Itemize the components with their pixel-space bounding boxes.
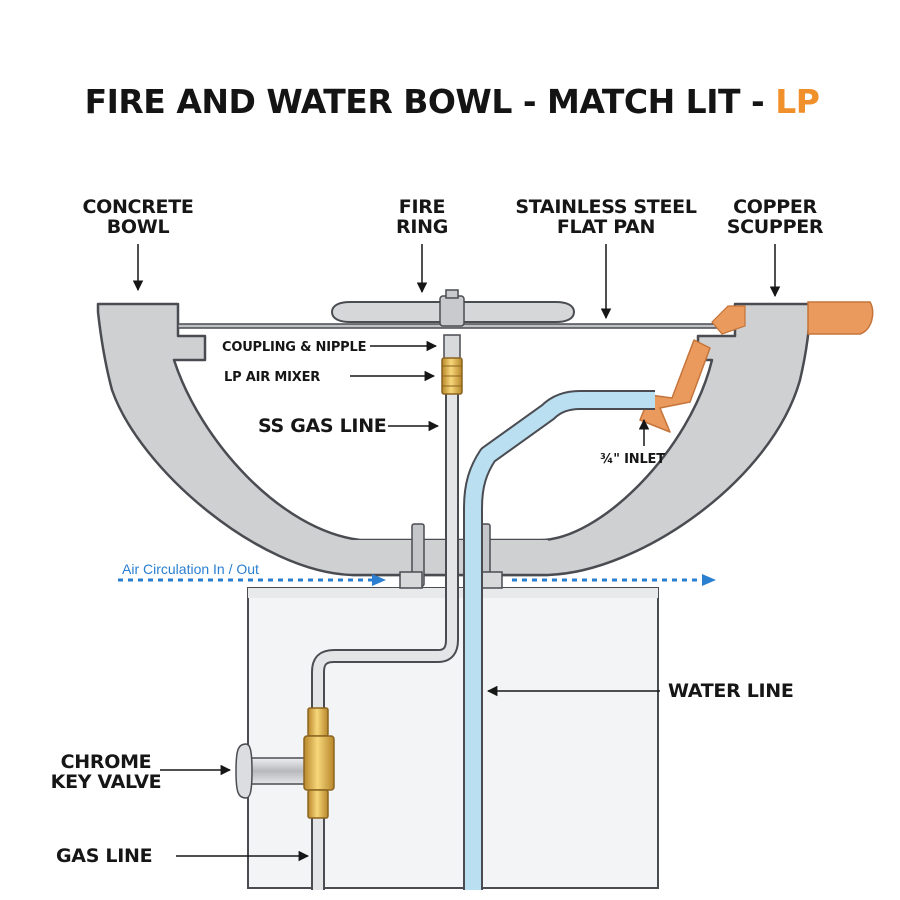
fire-ring-hub bbox=[439, 295, 465, 327]
ss-gas-line-label: SS GAS LINE bbox=[258, 415, 387, 437]
brass-valve-body bbox=[303, 735, 335, 791]
title-accent: LP bbox=[775, 82, 819, 121]
fire-ring-cap bbox=[445, 289, 459, 299]
water-line-fill bbox=[465, 392, 655, 890]
copper-scupper-lip bbox=[711, 305, 746, 335]
bowl-foot-left bbox=[399, 571, 423, 589]
copper-scupper bbox=[807, 301, 874, 335]
chrome-key-valve-stem bbox=[243, 757, 311, 785]
concrete-bowl bbox=[96, 302, 812, 577]
air-circulation-label: Air Circulation In / Out bbox=[122, 561, 259, 577]
gas-line-label: GAS LINE bbox=[56, 845, 152, 867]
brass-valve-coupling-top bbox=[307, 707, 329, 737]
air-mixer-label: LP AIR MIXER bbox=[224, 370, 320, 385]
copper-inlet-elbow bbox=[639, 339, 711, 433]
air-circulation-arrowhead-right bbox=[702, 574, 716, 586]
water-line-label: WATER LINE bbox=[668, 680, 794, 702]
bowl-foot-right bbox=[479, 571, 503, 589]
title-main: FIRE AND WATER BOWL - MATCH LIT - bbox=[85, 82, 776, 121]
coupling-nipple-label: COUPLING & NIPPLE bbox=[222, 340, 366, 355]
ss-gas-line-fill bbox=[313, 335, 457, 890]
coupling-nipple bbox=[443, 334, 461, 360]
brass-valve-coupling-bottom bbox=[307, 789, 329, 819]
air-circulation-arrowhead-left bbox=[372, 574, 386, 586]
diagram-title: FIRE AND WATER BOWL - MATCH LIT - LP bbox=[85, 82, 820, 121]
chrome-key-valve-flange bbox=[235, 743, 253, 799]
inlet-label: ¾" INLET bbox=[600, 452, 665, 467]
